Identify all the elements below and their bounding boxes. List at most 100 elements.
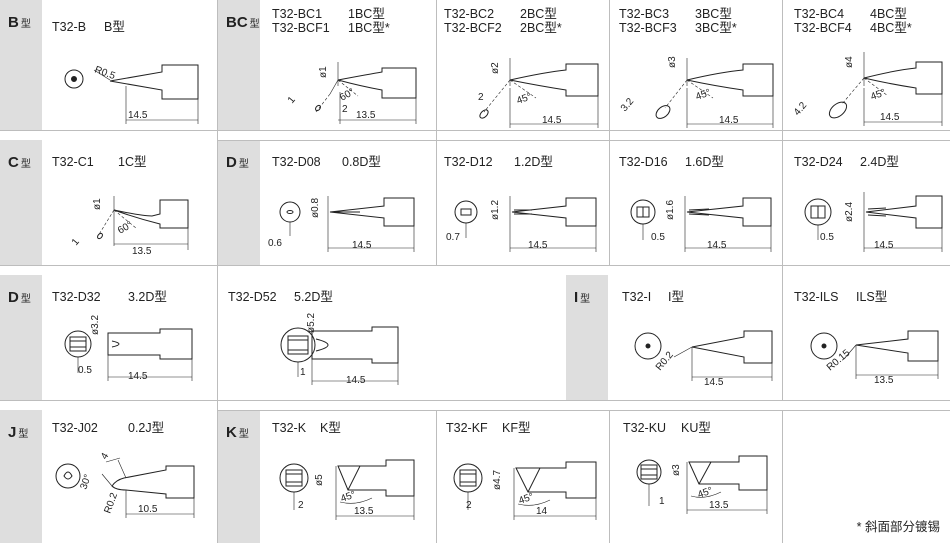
tip-cell-i: T32-I I型 R0.2 14.5 — [608, 275, 782, 400]
dim-thick: 0.5 — [820, 232, 834, 243]
category-suffix: 型 — [238, 159, 249, 170]
tip-cell-kf: T32-KF KF型 ø4.7 2 45° 14 — [436, 410, 609, 543]
dim-length: 13.5 — [356, 110, 376, 121]
tip-cell-k: T32-K K型 ø5 2 45° 13.5 — [260, 410, 436, 543]
dim-radius: R0.5 — [93, 64, 117, 82]
tip-type-f: 3BC型* — [695, 21, 737, 35]
tip-model: T32-B — [52, 20, 87, 34]
tip-cell-bc3: T32-BC3 3BC型 T32-BCF3 3BC型* ø3 3.2 45° 1… — [609, 0, 782, 130]
category-letter: BC — [226, 14, 248, 31]
tip-drawing-bc1: ø1 1 60° 2 13.5 — [286, 62, 417, 124]
dim-length: 13.5 — [874, 375, 894, 386]
dim-dia: ø1 — [318, 66, 329, 78]
tip-model: T32-BC2 — [444, 7, 495, 21]
category-suffix: 型 — [238, 429, 249, 440]
dim-length: 14.5 — [542, 115, 562, 126]
column-divider — [217, 0, 218, 543]
tip-type: 4BC型 — [870, 7, 907, 21]
dim-radius: R0.2 — [654, 349, 676, 373]
dim-dia: ø4.7 — [492, 470, 503, 490]
dim-thick: 1 — [300, 367, 306, 378]
dim-thick: 0.6 — [268, 238, 282, 249]
tip-cell-ku: T32-KU KU型 ø3 1 45° 13.5 — [609, 410, 782, 543]
tip-type: 3BC型 — [695, 7, 732, 21]
tip-cell-b: T32-B B型 R0.5 14.5 — [42, 0, 217, 130]
tip-cell-j02: T32-J02 0.2J型 4 30° R0.2 10.5 — [42, 410, 217, 543]
category-suffix: 型 — [20, 19, 31, 30]
tip-cell-d08: T32-D08 0.8D型 ø0.8 0.6 14.5 — [260, 140, 436, 265]
category-letter: C — [8, 154, 19, 171]
dim-thick: 1 — [659, 496, 665, 507]
tip-drawing-b: R0.5 14.5 — [64, 64, 199, 124]
dim-thick: 0.7 — [446, 232, 460, 243]
tip-drawing-j02: 4 30° R0.2 10.5 — [55, 451, 195, 518]
dim-angle: 45° — [515, 91, 533, 107]
dim-angle: 45° — [517, 491, 535, 507]
row-divider — [218, 410, 950, 411]
tip-type: 2.4D型 — [860, 155, 899, 169]
dim-length: 13.5 — [709, 500, 729, 511]
tip-cell-d32: T32-D32 3.2D型 ø3.2 0.5 14.5 — [42, 275, 217, 400]
dim-length: 14 — [536, 506, 548, 517]
dim-length: 14.5 — [704, 377, 724, 388]
row-divider — [0, 400, 950, 401]
column-divider — [609, 0, 610, 265]
tip-type: 1.2D型 — [514, 155, 553, 169]
dim-thick: 0.5 — [651, 232, 665, 243]
dim-length: 14.5 — [528, 240, 548, 251]
tip-model: T32-BC1 — [272, 7, 323, 21]
category-letter: D — [8, 289, 19, 306]
dim-radius: R0.15 — [825, 347, 853, 373]
dim-bend: 4 — [99, 451, 112, 462]
category-letter: D — [226, 154, 237, 171]
dim-face: 1 — [70, 236, 82, 248]
tip-model: T32-D32 — [52, 290, 101, 304]
dim-width: ø5.2 — [306, 313, 317, 333]
tip-drawing-i: R0.2 14.5 — [634, 330, 773, 388]
dim-thick: 2 — [466, 500, 472, 511]
tip-drawing-bc3: ø3 3.2 45° 14.5 — [619, 56, 774, 128]
column-divider — [782, 410, 783, 543]
category-suffix: 型 — [580, 294, 591, 305]
dim-length: 13.5 — [132, 246, 152, 257]
tip-type: 0.8D型 — [342, 155, 381, 169]
tip-type: 1BC型 — [348, 7, 385, 21]
dim-angle: 30° — [78, 473, 94, 491]
tip-model-f: T32-BCF1 — [272, 21, 330, 35]
dim-angle: 45° — [339, 489, 357, 505]
tip-cell-ils: T32-ILS ILS型 R0.15 13.5 — [782, 275, 950, 400]
tip-cell-bc2: T32-BC2 2BC型 T32-BCF2 2BC型* ø2 2 45° 14.… — [436, 0, 609, 130]
tip-drawing-bc4: ø4 4.2 45° 14.5 — [792, 52, 943, 126]
dim-angle: 45° — [696, 485, 714, 501]
row-divider — [0, 265, 950, 266]
tip-cell-d52: T32-D52 5.2D型 ø5.2 1 14.5 — [218, 275, 399, 400]
dim-face: 3.2 — [619, 96, 637, 114]
dim-radius: R0.2 — [102, 491, 120, 515]
tip-model-f: T32-BCF3 — [619, 21, 677, 35]
dim-face: 1 — [286, 94, 298, 106]
dim-width: ø3.2 — [90, 315, 101, 335]
category-suffix: 型 — [20, 159, 31, 170]
dim-angle: 60° — [116, 220, 135, 237]
dim-dia: ø1 — [92, 198, 103, 210]
tip-type: K型 — [320, 421, 341, 435]
tip-type: 1C型 — [118, 155, 147, 169]
column-divider — [436, 410, 437, 543]
tip-type: 0.2J型 — [128, 421, 165, 435]
tip-model-f: T32-BCF2 — [444, 21, 502, 35]
tip-model: T32-K — [272, 421, 307, 435]
tip-model: T32-D24 — [794, 155, 843, 169]
dim-dia: ø5 — [314, 474, 325, 486]
tip-drawing-d12: ø1.2 0.7 14.5 — [446, 196, 597, 252]
dim-length: 14.5 — [874, 240, 894, 251]
tip-model-f: T32-BCF4 — [794, 21, 852, 35]
tip-type: KU型 — [681, 421, 711, 435]
dim-dia: ø2 — [490, 62, 501, 74]
tip-cell-d16: T32-D16 1.6D型 ø1.6 0.5 14.5 — [609, 140, 782, 265]
dim-width: ø1.6 — [665, 200, 676, 220]
dim-thick: 2 — [298, 500, 304, 511]
tip-drawing-kf: ø4.7 2 45° 14 — [453, 461, 597, 520]
